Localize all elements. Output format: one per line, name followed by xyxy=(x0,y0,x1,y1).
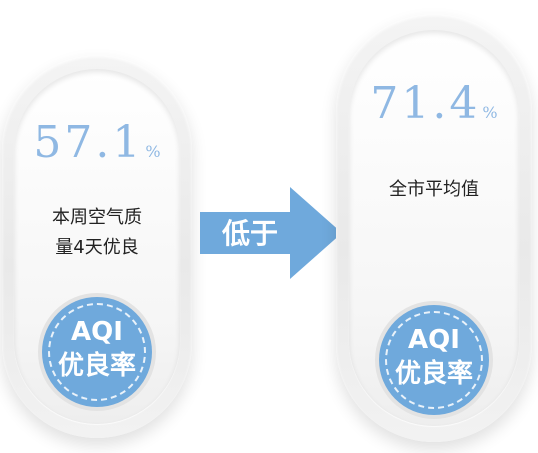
right-description: 全市平均值 xyxy=(389,179,479,200)
right-card-inner: 71.4% 全市平均值 AQI 优良率 xyxy=(349,30,519,426)
comparison-label: 低于 xyxy=(221,217,278,250)
right-card: 71.4% 全市平均值 AQI 优良率 xyxy=(336,14,532,442)
left-value-number: 57.1 xyxy=(33,117,144,168)
right-percent-value: 71.4% xyxy=(349,78,519,129)
left-aqi-badge: AQI 优良率 xyxy=(42,297,152,407)
right-value-unit: % xyxy=(482,103,498,122)
left-description: 本周空气质 量4天优良 xyxy=(52,207,142,258)
right-aqi-badge: AQI 优良率 xyxy=(379,305,489,415)
left-badge-label: AQI 优良率 xyxy=(57,317,136,381)
left-percent-value: 57.1% xyxy=(14,117,180,168)
left-badge-dashed-ring xyxy=(48,303,146,401)
left-card-inner: 57.1% 本周空气质 量4天优良 AQI 优良率 xyxy=(14,69,180,424)
left-card: 57.1% 本周空气质 量4天优良 AQI 优良率 xyxy=(2,55,192,438)
right-badge-dashed-ring xyxy=(385,311,483,409)
right-value-number: 71.4 xyxy=(370,78,481,129)
left-value-unit: % xyxy=(145,142,161,161)
right-badge-label: AQI 优良率 xyxy=(394,325,473,389)
arrow-right-icon xyxy=(200,187,342,279)
